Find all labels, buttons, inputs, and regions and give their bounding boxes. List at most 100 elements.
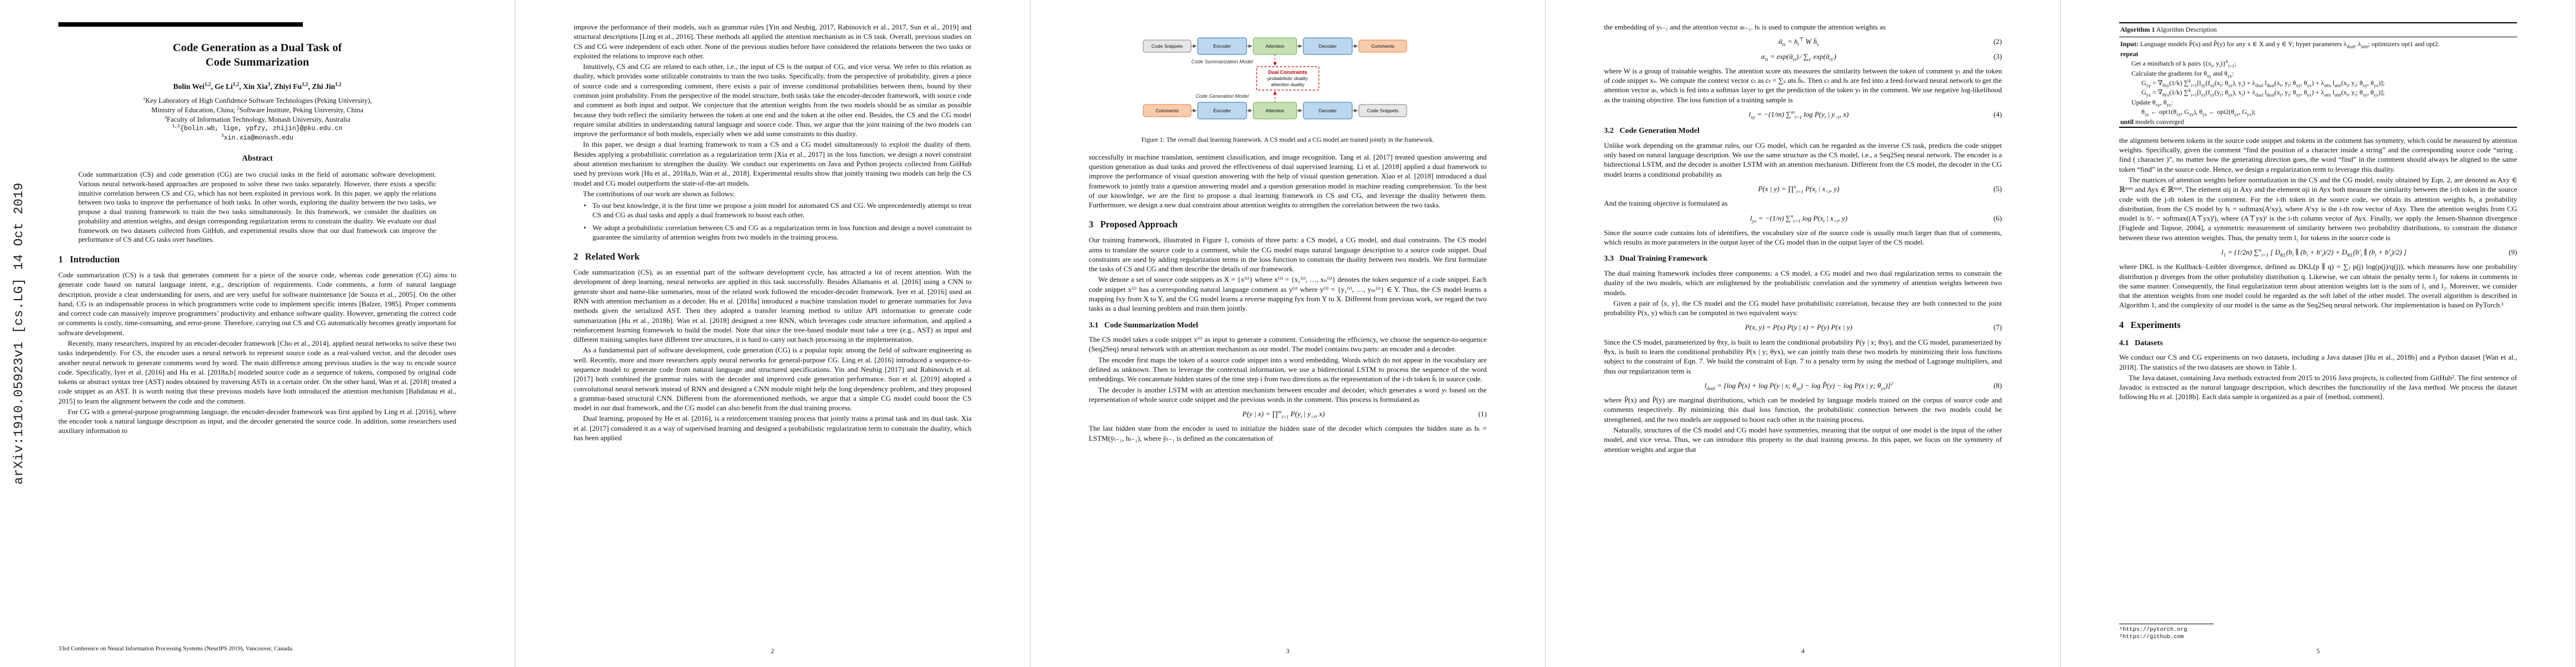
algorithm-line: Gyx = ∇θyx(1/k) ∑ki=1[lyx(fyx(yi; θyx), …: [2141, 88, 2385, 98]
page-4: the embedding of yₜ₋₁ and the attention …: [1546, 0, 2061, 667]
cs-decoder-label: Decoder: [1319, 43, 1337, 49]
equation-8-formula: ldual = [log P̂(x) + log P(y | x; θxy) −…: [1704, 380, 1894, 391]
title-rule: [58, 22, 303, 27]
equation-4-number: (4): [1993, 109, 2002, 118]
subsection-heading-datasets: 4.1 Datasets: [2119, 339, 2163, 347]
equation-5: P(x | y) = ∏nt=1 P(xt | x<t, y) (5): [1604, 183, 2002, 195]
paragraph: Unlike work depending on the grammar rul…: [1604, 141, 2002, 178]
dual-probability-label: probabilistic duality: [1268, 76, 1308, 81]
page-number: 5: [2316, 647, 2320, 655]
dual-attention-label: attention duality: [1271, 82, 1305, 87]
cg-model-label: Code Generation Model: [1195, 93, 1249, 99]
equation-6: lyx = −(1/n) ∑nt=1 log P(xt | x<t, y) (6…: [1604, 213, 2002, 223]
subsection-heading-cg-model: 3.2 Code Generation Model: [1604, 127, 1700, 136]
equation-5-number: (5): [1993, 184, 2002, 193]
algorithm-line: Input: Language models P̂(x) and P̂(y) f…: [2120, 40, 2440, 49]
paragraph: successfully in machine translation, sen…: [1089, 152, 1487, 210]
abstract-block: Abstract Code summarization (CS) and cod…: [58, 153, 456, 245]
affiliation-line-2: Ministry of Education, China; 2Software …: [151, 104, 363, 114]
abstract-text: Code summarization (CS) and code generat…: [78, 171, 436, 244]
paragraph: Our training framework, illustrated in F…: [1089, 236, 1487, 273]
section-heading-introduction: 1 Introduction: [58, 254, 120, 265]
equation-7-formula: P(x, y) = P(x) P(y | x) = P(y) P(x | y): [1745, 323, 1852, 332]
cs-model-label: Code Summarization Model: [1191, 59, 1253, 64]
equation-9: l1 = (1/2n) ∑ni=1 [ DKL(bi ∥ (bi + b′i)/…: [2119, 247, 2517, 257]
algorithm-line: Get a minibatch of k pairs {(xi, yi)}ki=…: [2131, 59, 2236, 69]
equation-6-formula: lyx = −(1/n) ∑nt=1 log P(xt | x<t, y): [1750, 213, 1847, 224]
algorithm-1-box: Algorithm 1 Algorithm Description Input:…: [2119, 22, 2517, 128]
contributions-list: To our best knowledge, it is the first t…: [574, 201, 971, 242]
dual-constraints-title: Dual Constraints: [1268, 69, 1307, 75]
page-number: 4: [1801, 647, 1805, 655]
paragraph: The matrices of attention weights before…: [2119, 176, 2517, 242]
paragraph: Since the CS model, parameterized by θxy…: [1604, 337, 2002, 375]
algorithm-line: repeat: [2120, 49, 2139, 58]
contribution-item: To our best knowledge, it is the first t…: [584, 201, 971, 220]
paragraph: As a fundamental part of software develo…: [574, 346, 971, 412]
page-number: 2: [771, 647, 774, 655]
affiliation-line-3: 3Faculty of Information Technology, Mona…: [164, 114, 351, 123]
paragraph: The dual training framework includes thr…: [1604, 269, 2002, 297]
algorithm-line: θxy ← opt1(θxy, Gxy), θyx ← opt2(θyx, Gy…: [2141, 108, 2256, 117]
algorithm-line: Calculate the gradients for θxy and θyx:: [2131, 69, 2234, 78]
figure-1: Code Snippets Encoder Attention Decoder …: [1089, 22, 1487, 130]
paragraph: For CG with a general-purpose programmin…: [58, 407, 456, 435]
footnote-github: ²https://github.com: [2119, 634, 2184, 641]
paragraph: Recently, many researchers, inspired by …: [58, 339, 456, 405]
cs-attention-label: Attention: [1265, 43, 1284, 49]
paragraph: We conduct our CS and CG experiments on …: [2119, 353, 2517, 371]
cs-encoder-label: Encoder: [1213, 43, 1231, 49]
paragraph: The CS model takes a code snippet x⁽ⁱ⁾ a…: [1089, 335, 1487, 354]
paragraph: improve the performance of their models,…: [574, 23, 971, 60]
equation-7-number: (7): [1993, 323, 2002, 332]
algorithm-line: Gxy = ∇θxy(1/k) ∑ki=1[lxy(fxy(xi; θxy), …: [2141, 78, 2385, 88]
paragraph: The encoder first maps the token of a so…: [1089, 355, 1487, 384]
equation-1-number: (1): [1478, 410, 1487, 419]
paragraph: And the training objective is formulated…: [1604, 199, 1728, 208]
paragraph: the alignment between tokens in the sour…: [2119, 136, 2517, 173]
title-line-1: Code Generation as a Dual Task of: [172, 42, 342, 54]
abstract-heading: Abstract: [242, 154, 273, 163]
paragraph: Code summarization (CS), as an essential…: [574, 268, 971, 344]
equation-9-number: (9): [2508, 248, 2517, 256]
cg-output-label: Code Snippets: [1367, 108, 1398, 113]
equation-1-formula: P(y | x) = ∏mt=1 P(yt | y<t, x): [1242, 409, 1325, 420]
figure-1-caption: Figure 1: The overall dual learning fram…: [1141, 136, 1434, 144]
subsection-heading-dual-framework: 3.3 Dual Training Framework: [1604, 255, 1708, 263]
equation-2: ᾱts = ht⊤ W h̄s (2): [1604, 37, 2002, 47]
section-heading-proposed-approach: 3 Proposed Approach: [1089, 219, 1178, 230]
equation-8: ldual = [log P̂(x) + log P(y | x; θxy) −…: [1604, 380, 2002, 391]
paragraph: The Java dataset, containing Java method…: [2119, 373, 2517, 401]
paragraph: The decoder is another LSTM with an atte…: [1089, 385, 1487, 404]
cg-decoder-label: Decoder: [1319, 108, 1337, 113]
affiliation-line-1: 1Key Laboratory of High Confidence Softw…: [142, 96, 372, 105]
algorithm-line: until models converged: [2120, 117, 2184, 126]
paragraph: Code summarization (CS) is a task that g…: [58, 270, 456, 337]
page-2: improve the performance of their models,…: [515, 0, 1030, 667]
paragraph: In this paper, we design a dual learning…: [574, 140, 971, 187]
contribution-item: We adopt a probabilistic correlation bet…: [584, 223, 971, 242]
equation-3-formula: αts = exp(ᾱts) ⁄ ∑s′ exp(ᾱts′): [1761, 52, 1837, 62]
paragraph: Dual learning, proposed by He et al. [20…: [574, 414, 971, 442]
equation-4: lxy = −(1/m) ∑mt=1 log P(yt | y<t, x) (4…: [1604, 109, 2002, 120]
paragraph: Given a pair of ⟨x, y⟩, the CS model and…: [1604, 298, 2002, 317]
figure-1-diagram: Code Snippets Encoder Attention Decoder …: [1143, 37, 1407, 120]
cs-input-label: Code Snippets: [1152, 43, 1183, 49]
algorithm-line: Update θxy, θyx:: [2131, 98, 2173, 108]
paragraph: where W is a group of trainable weights.…: [1604, 66, 2002, 104]
equation-1: P(y | x) = ∏mt=1 P(yt | y<t, x) (1): [1089, 409, 1487, 419]
cg-encoder-label: Encoder: [1213, 108, 1231, 113]
equation-2-number: (2): [1993, 37, 2002, 46]
cs-output-label: Comments: [1371, 43, 1394, 49]
cg-output-box: [1358, 104, 1407, 117]
paragraph: where P̂(x) and P̂(y) are marginal distr…: [1604, 396, 2002, 424]
equation-7: P(x, y) = P(x) P(y | x) = P(y) P(x | y) …: [1604, 322, 2002, 332]
paragraph: We denote a set of source code snippets …: [1089, 275, 1487, 313]
equation-3: αts = exp(ᾱts) ⁄ ∑s′ exp(ᾱts′) (3): [1604, 52, 2002, 62]
equation-4-formula: lxy = −(1/m) ∑mt=1 log P(yt | y<t, x): [1748, 109, 1849, 120]
equation-5-formula: P(x | y) = ∏nt=1 P(xt | x<t, y): [1758, 183, 1840, 195]
arxiv-stamp: arXiv:1910.05923v1 [cs.LG] 14 Oct 2019: [12, 182, 26, 485]
footnotes-block: ¹https://pytorch.org ²https://github.com: [2119, 623, 2517, 641]
